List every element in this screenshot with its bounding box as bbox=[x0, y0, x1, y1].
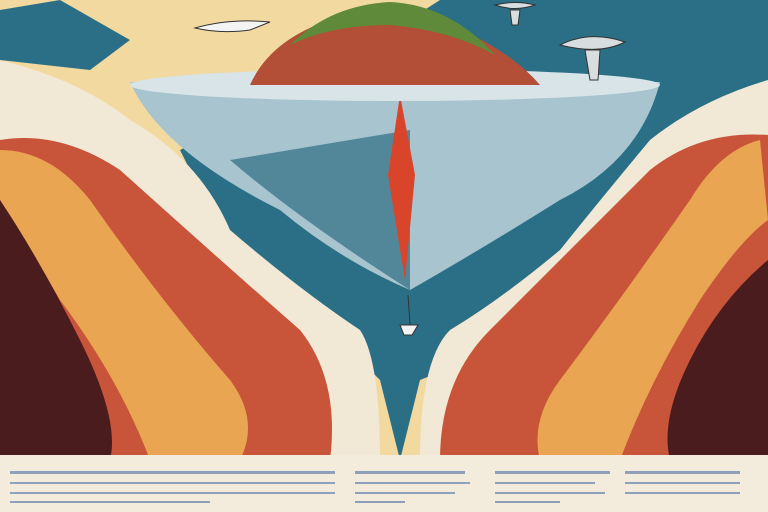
island-crack bbox=[388, 95, 415, 280]
canyon-left-light bbox=[0, 150, 248, 460]
island-base-shadow bbox=[230, 130, 410, 290]
aircraft-left bbox=[193, 20, 271, 33]
boat bbox=[399, 294, 419, 336]
airship-top bbox=[493, 2, 537, 26]
sea-patch-left bbox=[0, 0, 130, 70]
canyon-right-light bbox=[537, 140, 768, 460]
caption-text-lines bbox=[10, 471, 740, 503]
island-trees bbox=[290, 2, 495, 55]
canyon-right-dark bbox=[667, 260, 768, 460]
canyon-left-dark bbox=[0, 200, 112, 460]
airship-right bbox=[558, 36, 627, 81]
